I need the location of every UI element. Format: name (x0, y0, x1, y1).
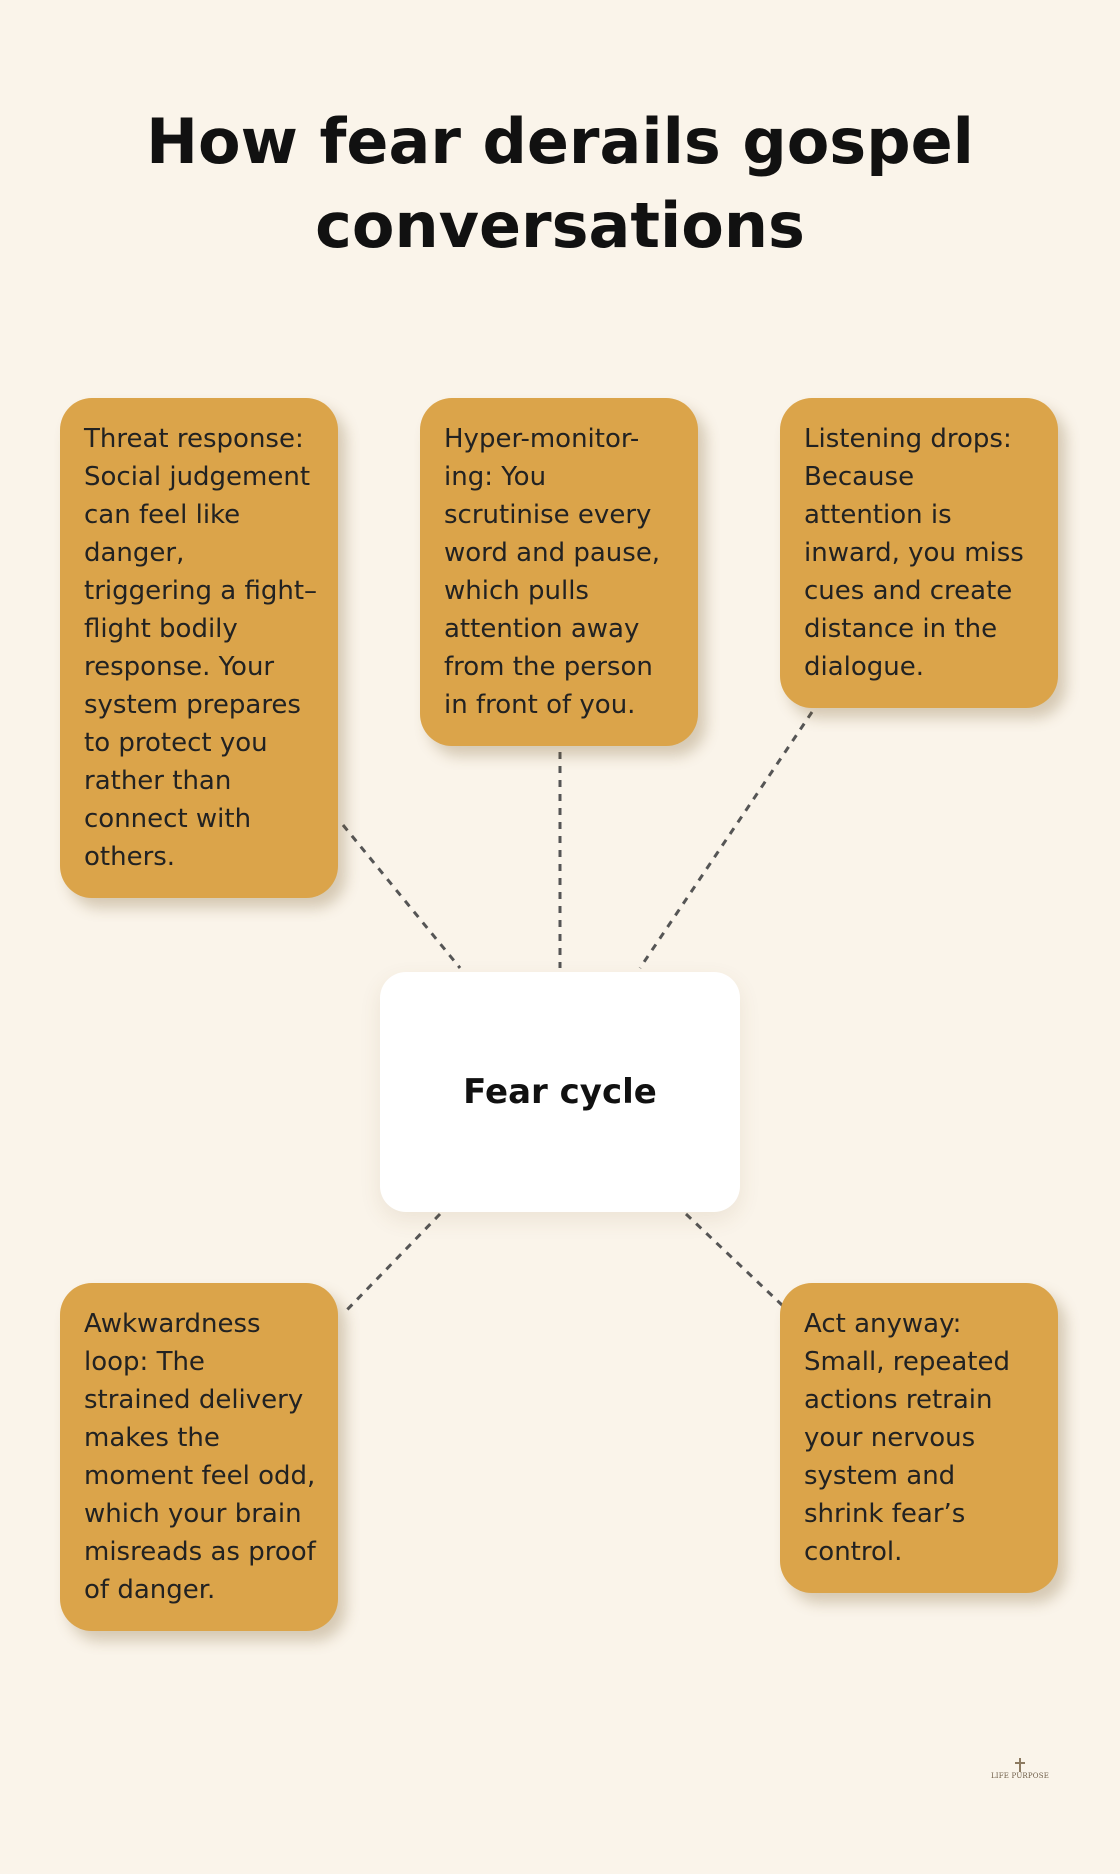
connector-listening-drops (638, 711, 814, 969)
node-listening-drops: Listening drops: Because attention is in… (780, 398, 1058, 708)
connector-act-anyway (684, 1212, 785, 1308)
node-threat-response: Threat response: Social judgement can fe… (60, 398, 338, 898)
diagram-title: How fear derails gospel conversations (146, 105, 974, 262)
logo-text: LIFE PURPOSE (990, 1772, 1050, 1780)
connector-threat-response (341, 824, 462, 969)
tree-icon (1014, 1758, 1026, 1772)
node-act-anyway: Act anyway: Small, repeated actions retr… (780, 1283, 1058, 1593)
center-node: Fear cycle (380, 972, 740, 1212)
brand-logo: LIFE PURPOSE (990, 1758, 1050, 1781)
node-awkwardness-loop: Awkwardness loop: The strained delivery … (60, 1283, 338, 1631)
center-label: Fear cycle (463, 1072, 657, 1112)
node-hyper-monitoring: Hyper-monitor-ing: You scrutinise every … (420, 398, 698, 746)
connector-awkwardness-loop (341, 1212, 442, 1316)
